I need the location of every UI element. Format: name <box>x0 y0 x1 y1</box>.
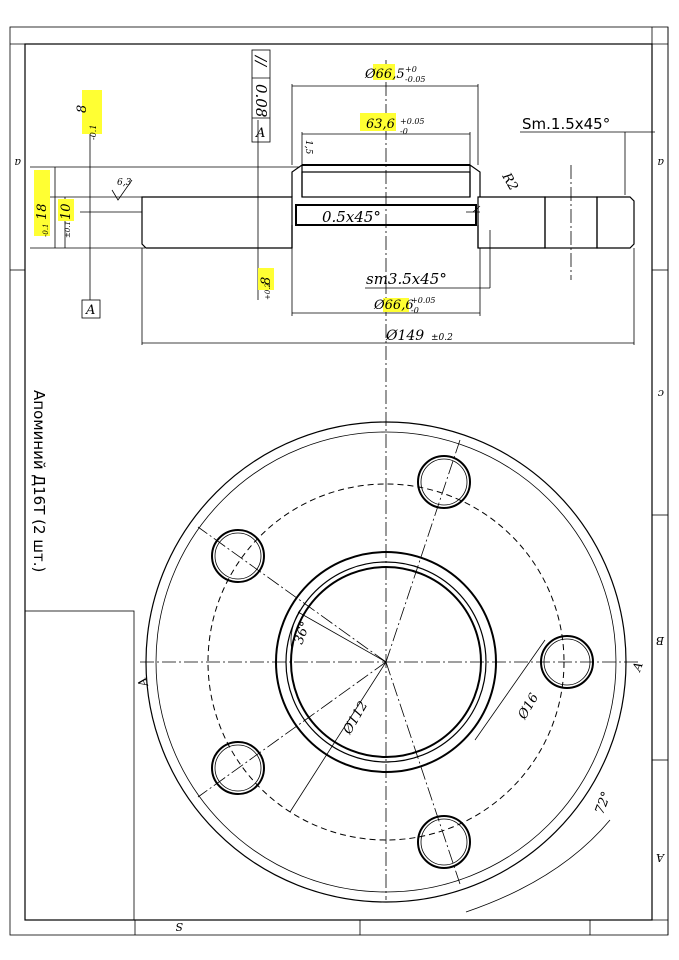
dim-h8-top: 8 <box>75 105 90 113</box>
parallel-symbol: // <box>252 54 270 68</box>
zone-letter-right-top: a <box>657 156 664 169</box>
dia-16: Ø16 <box>515 691 542 723</box>
roughness-value: 6,3 <box>117 178 132 188</box>
svg-text:±0.2: ±0.2 <box>431 333 453 343</box>
svg-text:+0.05: +0.05 <box>411 296 436 305</box>
dim-h18: 18 <box>35 203 50 220</box>
zone-letter-right-low: B <box>656 634 665 647</box>
svg-text:-0.1: -0.1 <box>89 125 98 140</box>
section-hatch-right2 <box>596 196 635 249</box>
section-hub-right <box>469 163 481 197</box>
parallelism-frame: // 0.08 A <box>251 49 271 143</box>
plan-view: 36° Ø112 Ø16 72° A A <box>135 421 646 913</box>
material-note: Апоминий Д16Т (2 шт.) <box>30 390 48 572</box>
bolt-holes <box>211 455 594 869</box>
svg-text:-0: -0 <box>400 127 408 136</box>
angle-36: 36° <box>292 620 314 647</box>
svg-text:+0.2: +0.2 <box>264 282 272 300</box>
svg-text:+0: +0 <box>405 65 417 74</box>
section-hatch-left <box>141 196 293 249</box>
svg-text:+0.05: +0.05 <box>400 117 425 126</box>
dim-chamfer-bottom: sm3.5x45° <box>366 270 447 288</box>
dim-od-neck: Ø66,5 <box>364 67 405 82</box>
dim-radius: R2 <box>498 170 521 194</box>
drawing-frame <box>9 26 669 936</box>
dim-63-6: 63,6 <box>366 117 395 132</box>
angle-72: 72° <box>593 790 615 817</box>
parallel-value: 0.08 <box>252 84 270 117</box>
zone-letter-bottom: S <box>175 920 183 933</box>
svg-text:±0.1: ±0.1 <box>64 221 72 238</box>
view-label-right: A <box>629 660 646 674</box>
zone-letter-left-top: a <box>14 156 21 169</box>
dim-od-66-6: Ø66,6 <box>373 298 414 313</box>
dimension-texts: Ø66,5 +0 -0.05 63,6 +0.05 -0 Sm.1.5x45° … <box>34 64 610 344</box>
section-hatch-right <box>477 196 546 249</box>
zone-letter-right-mid: c <box>658 387 664 400</box>
dim-h10: 10 <box>59 203 74 220</box>
zone-letter-right-bottom: A <box>656 851 665 864</box>
svg-text:-0.1: -0.1 <box>42 224 50 238</box>
datum-a: A <box>85 303 95 318</box>
dim-od-149: Ø149 <box>385 328 424 344</box>
dim-1-5: 1,5 <box>303 140 313 155</box>
svg-text:-0: -0 <box>411 306 419 315</box>
section-hub-left <box>291 163 303 197</box>
zone-letters: a a c B A S <box>14 156 665 933</box>
view-label-left: A <box>135 676 152 690</box>
svg-text:-0.05: -0.05 <box>405 75 426 84</box>
dia-112: Ø112 <box>340 699 371 738</box>
dim-chamfer-top: Sm.1.5x45° <box>522 115 610 133</box>
dim-chamfer-inner: 0.5x45° <box>322 208 381 226</box>
dim-h8-bottom: 8 <box>259 277 274 285</box>
parallel-datum: A <box>255 126 265 141</box>
